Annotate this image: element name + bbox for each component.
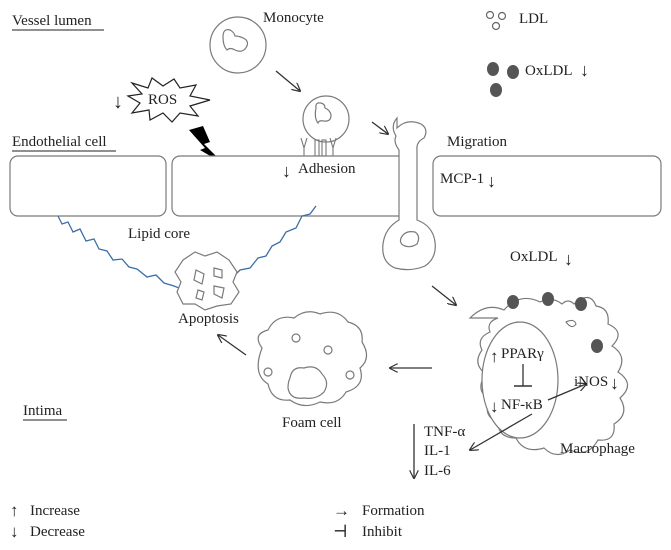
ros-label: ROS (148, 92, 177, 108)
nfkb-label: NF-κB (501, 397, 543, 413)
endothelial-cell-middle (171, 155, 413, 217)
endothelial-cell-label: Endothelial cell (12, 134, 107, 150)
legend-increase-label: Increase (30, 503, 80, 519)
lightning-icon (189, 126, 224, 164)
migration-label: Migration (447, 134, 507, 150)
endothelial-cell-left (9, 155, 167, 217)
endothelial-cell-right (432, 155, 662, 217)
mcp1-down-arrow: ↓ (487, 171, 496, 191)
ppar-label: PPARγ (501, 346, 544, 362)
oxldl-mid-label: OxLDL (510, 249, 558, 265)
ros-burst-icon (126, 77, 211, 123)
adhesion-molecules (300, 137, 337, 157)
adhesion-label: Adhesion (298, 161, 356, 177)
apoptosis-label: Apoptosis (178, 311, 239, 327)
macrophage-nucleus (481, 321, 559, 439)
to-macrophage-arrow (431, 285, 456, 305)
legend-up-symbol: ↑ (10, 501, 19, 520)
ppar-up-arrow: ↑ (490, 347, 499, 366)
legend-decrease-label: Decrease (30, 524, 85, 540)
ppar-inhibit-nfkb (514, 364, 532, 387)
apoptotic-cell (174, 251, 240, 311)
inos-down-arrow: ↓ (610, 373, 619, 393)
il6-label: IL-6 (424, 463, 451, 479)
phagocytic-vesicle (565, 319, 577, 328)
ros-down-arrow: ↓ (113, 91, 123, 113)
oxldl-mid-down-arrow: ↓ (564, 249, 573, 269)
monocyte-arrow (275, 70, 300, 91)
intima-label: Intima (23, 403, 62, 419)
migrating-cell (382, 116, 436, 271)
legend-inhibit-symbol: ⊣ (333, 522, 348, 541)
foam-cell-label: Foam cell (282, 415, 342, 431)
oxldl-top-label: OxLDL (525, 63, 573, 79)
oxldl-particles (507, 292, 603, 353)
legend: ↑ Increase ↓ Decrease → Formation ⊣ Inhi… (10, 501, 425, 541)
mcp1-label: MCP-1 (440, 171, 484, 187)
macrophage-label: Macrophage (560, 441, 635, 457)
migrating-nucleus (399, 231, 420, 248)
foam-to-apoptosis-arrow (218, 335, 247, 356)
legend-down-symbol: ↓ (10, 522, 19, 541)
nfkb-down-arrow: ↓ (490, 397, 499, 416)
oxldl-top-down-arrow: ↓ (580, 60, 589, 80)
lipid-core-label: Lipid core (128, 226, 190, 242)
tnf-label: TNF-α (424, 424, 465, 440)
legend-right-symbol: → (333, 501, 350, 520)
foam-cell (257, 311, 368, 407)
inos-label: iNOS (574, 374, 608, 390)
monocyte-label: Monocyte (263, 10, 324, 26)
nfkb-to-inos-arrow (547, 384, 586, 401)
ldl-icon (485, 10, 507, 31)
vessel-lumen-label: Vessel lumen (12, 13, 92, 29)
il1-label: IL-1 (424, 443, 451, 459)
adhering-monocyte (302, 95, 350, 143)
oxldl-icon (487, 62, 519, 97)
ldl-label: LDL (519, 11, 548, 27)
nfkb-to-cytokines-arrow (470, 413, 533, 450)
legend-inhibit-label: Inhibit (362, 524, 403, 540)
to-migration-arrow (371, 121, 388, 134)
monocyte-cell (209, 16, 267, 74)
adhesion-down-arrow: ↓ (282, 161, 291, 181)
legend-formation-label: Formation (362, 503, 425, 519)
